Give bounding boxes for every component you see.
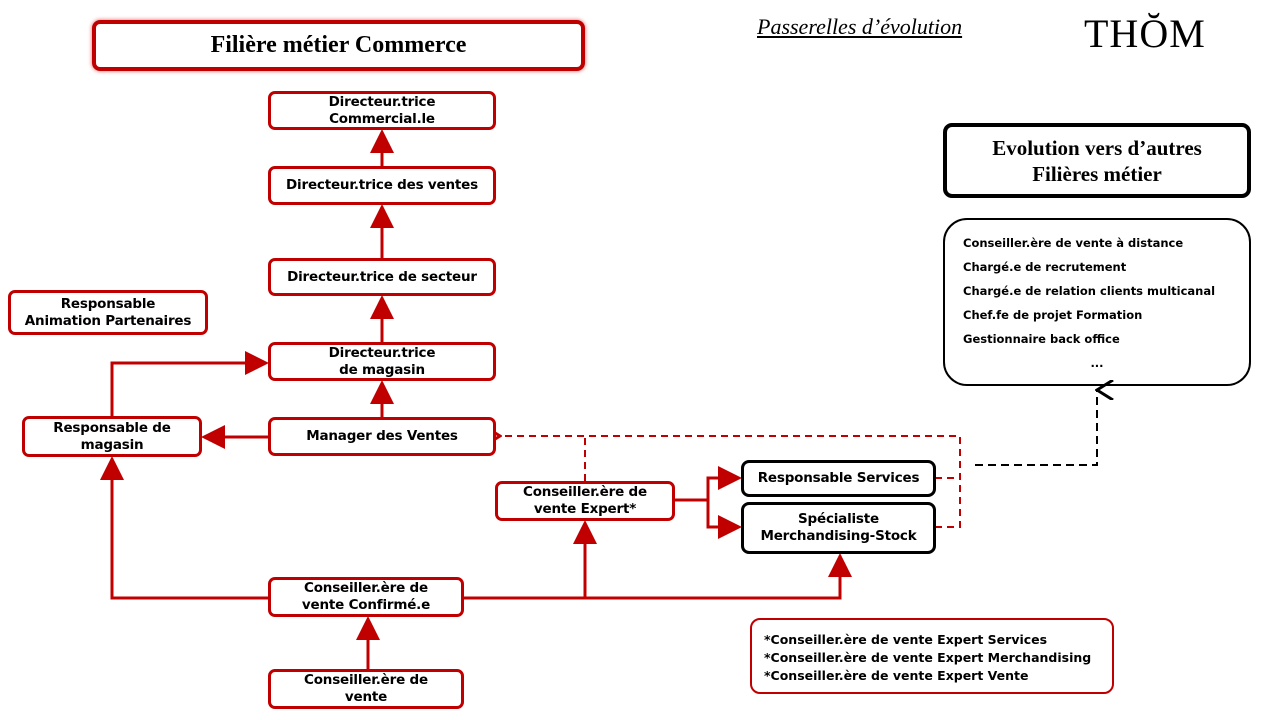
page-subtitle: Passerelles d’évolution bbox=[757, 14, 963, 39]
arrow-expert-to-specialiste bbox=[706, 500, 742, 539]
footnote-line: *Conseiller.ère de vente Expert Services bbox=[764, 632, 1048, 647]
role-specialiste-merchandising: Spécialiste Merchandising-Stock bbox=[741, 502, 936, 554]
evolution-item: Chargé.e de relation clients multicanal bbox=[963, 284, 1216, 298]
arrow-resp-magasin-to-directeur bbox=[110, 351, 269, 416]
footnote-line: *Conseiller.ère de vente Expert Merchand… bbox=[764, 650, 1092, 665]
evolution-title: Evolution vers d’autres Filières métier bbox=[943, 123, 1251, 198]
role-directeur-commercial: Directeur.trice Commercial.le bbox=[268, 91, 496, 130]
evolution-item: Gestionnaire back office bbox=[963, 332, 1120, 346]
role-directeur-magasin: Directeur.trice de magasin bbox=[268, 342, 496, 381]
evolution-item: Chargé.e de recrutement bbox=[963, 260, 1127, 274]
footnote-line: *Conseiller.ère de vente Expert Vente bbox=[764, 668, 1029, 683]
role-directeur-ventes: Directeur.trice des ventes bbox=[268, 166, 496, 205]
page-title: Filière métier Commerce bbox=[92, 20, 585, 71]
footnote-box: *Conseiller.ère de vente Expert Services… bbox=[750, 618, 1114, 694]
evolution-more: ... bbox=[1090, 356, 1104, 370]
line-confirme-right bbox=[464, 553, 852, 600]
role-conseiller-vente: Conseiller.ère de vente bbox=[268, 669, 464, 709]
arrow-confirme-to-resp-magasin bbox=[100, 456, 268, 600]
thom-logo: THŎM bbox=[1084, 11, 1206, 56]
evolution-item: Conseiller.ère de vente à distance bbox=[963, 236, 1184, 250]
dashed-to-other-filieres bbox=[975, 390, 1097, 466]
evolution-list: Conseiller.ère de vente à distance Charg… bbox=[943, 218, 1251, 386]
arrow-expert-to-services bbox=[675, 466, 742, 502]
role-responsable-animation: Responsable Animation Partenaires bbox=[8, 290, 208, 335]
evolution-item: Chef.fe de projet Formation bbox=[963, 308, 1143, 322]
dashed-specialiste-to-manager bbox=[500, 436, 961, 528]
role-responsable-services: Responsable Services bbox=[741, 460, 936, 497]
role-directeur-secteur: Directeur.trice de secteur bbox=[268, 258, 496, 296]
role-responsable-magasin: Responsable de magasin bbox=[22, 416, 202, 457]
role-manager-ventes: Manager des Ventes bbox=[268, 417, 496, 456]
role-conseiller-confirme: Conseiller.ère de vente Confirmé.e bbox=[268, 577, 464, 617]
role-conseiller-expert: Conseiller.ère de vente Expert* bbox=[495, 481, 675, 521]
